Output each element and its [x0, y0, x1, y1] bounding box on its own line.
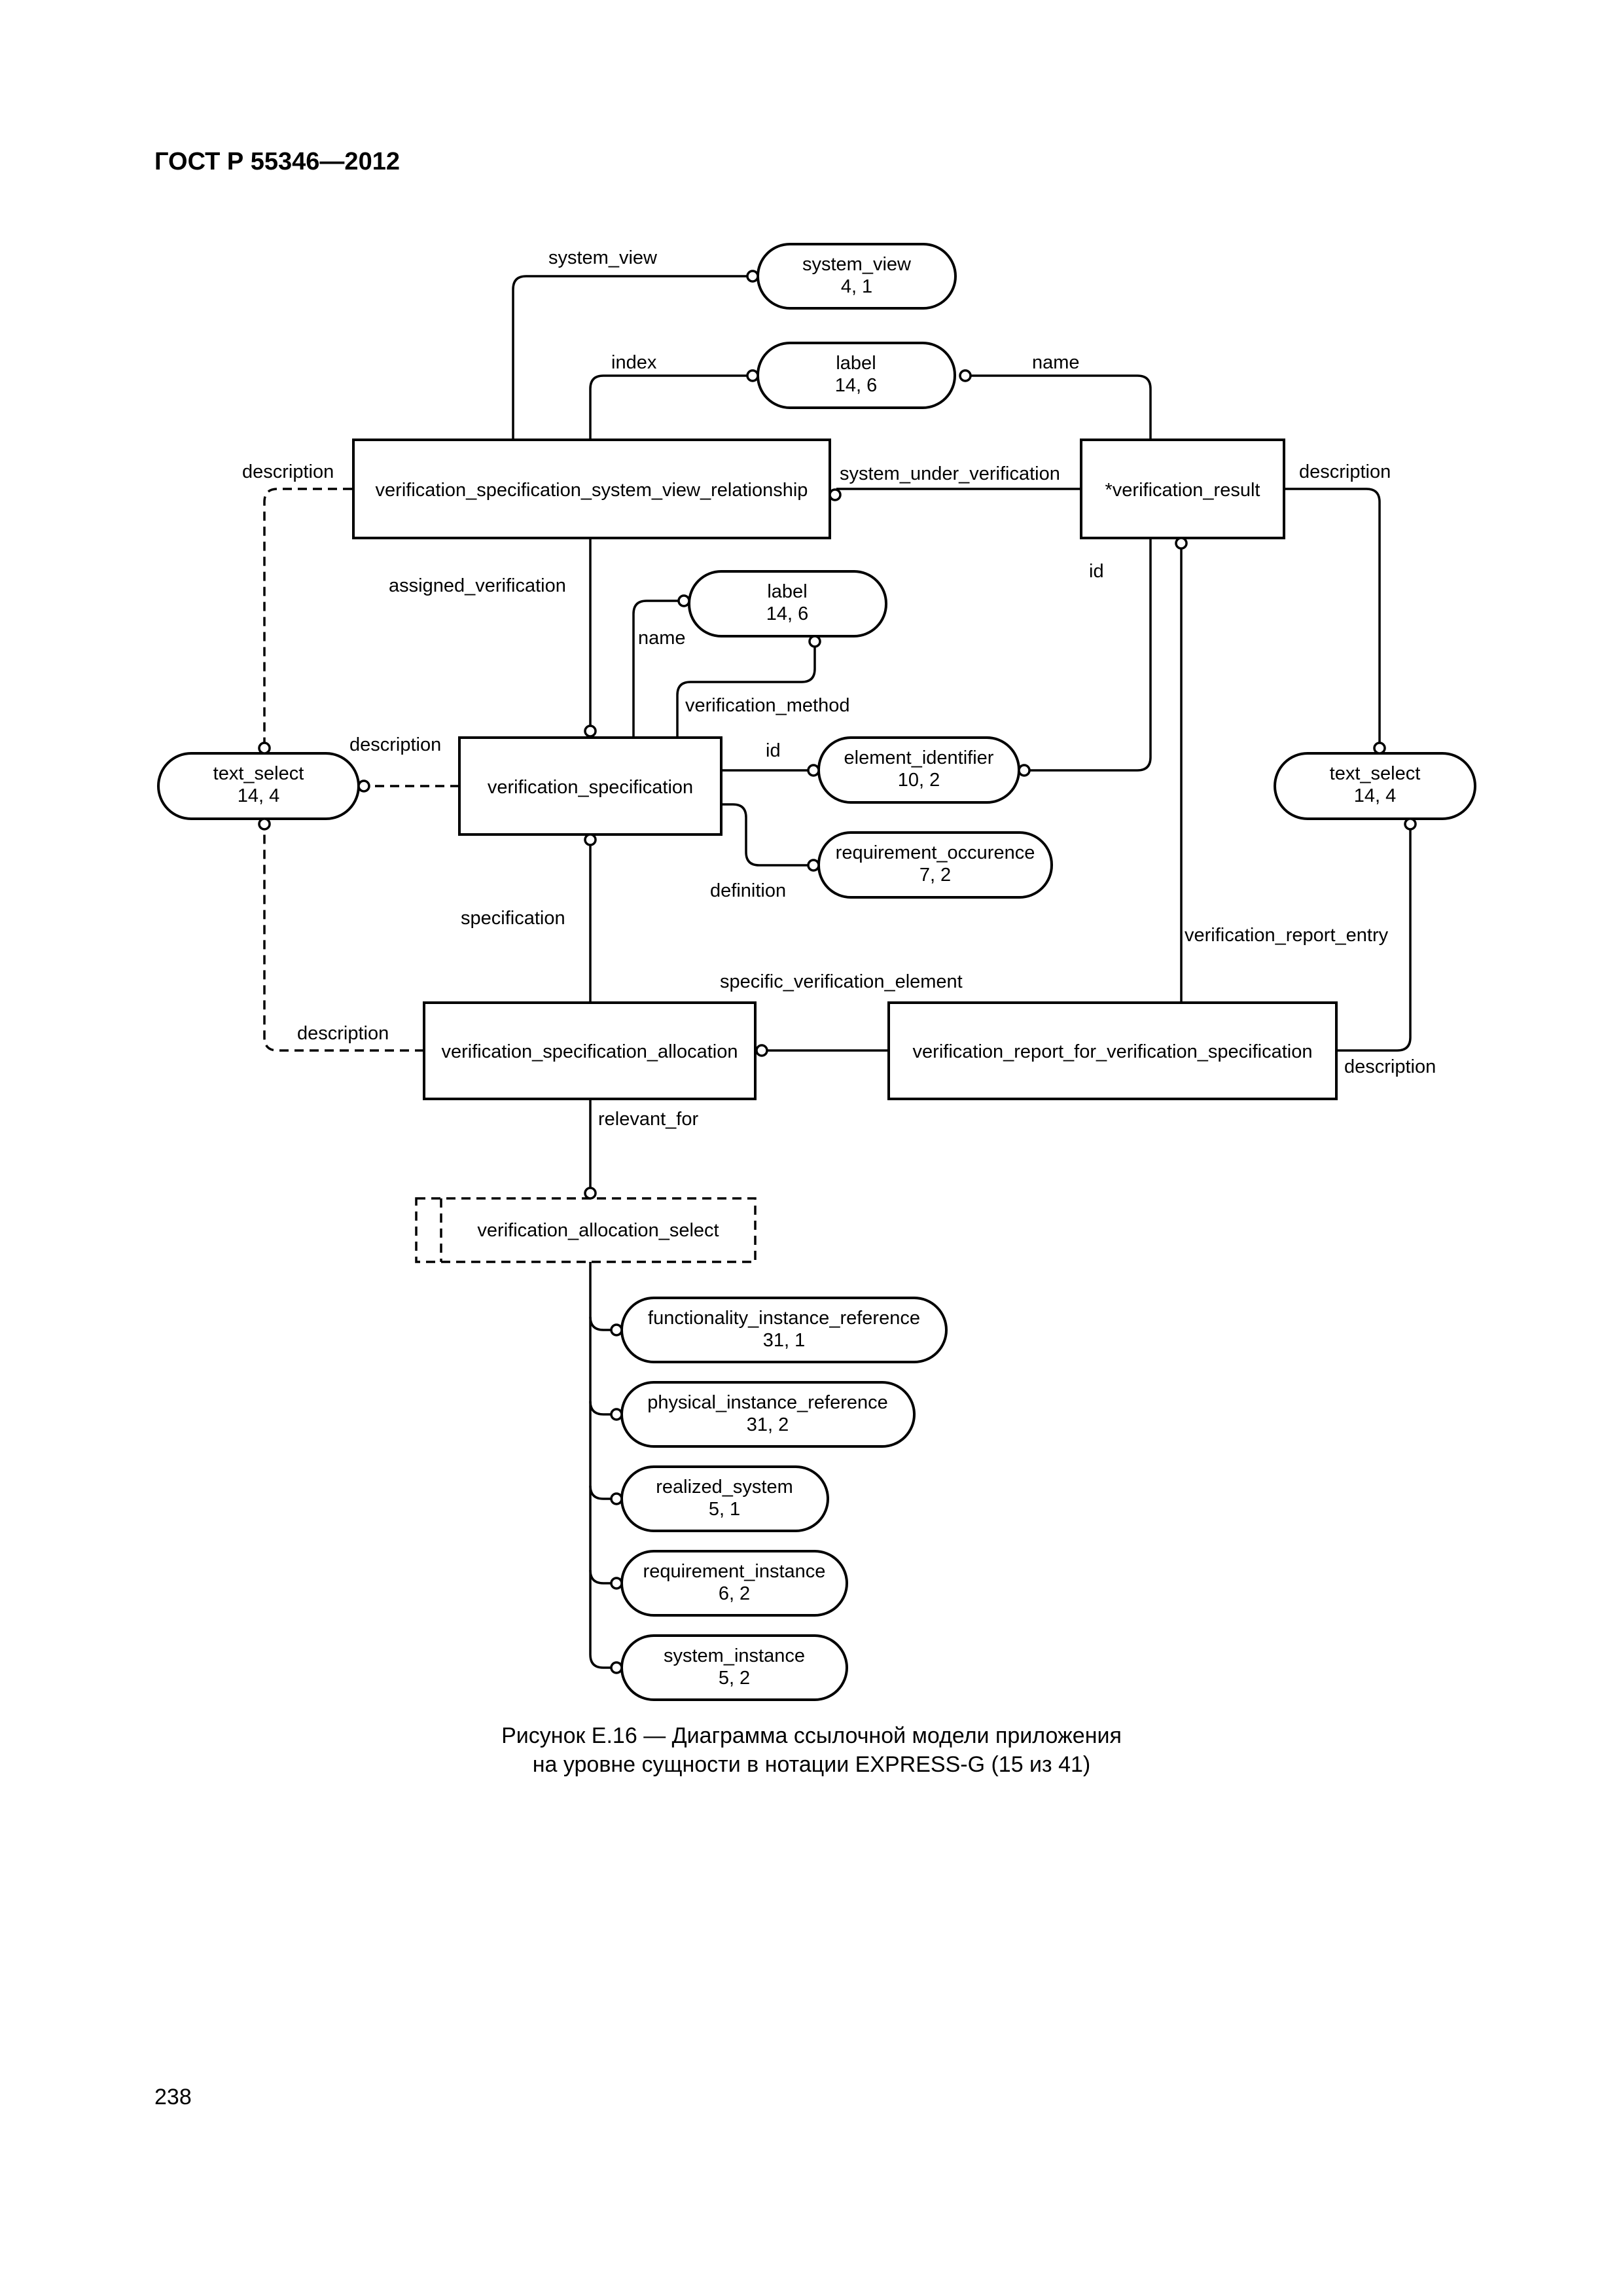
- ref-functionality-instance-reference: functionality_instance_reference 31, 1: [620, 1297, 948, 1363]
- svg-text:verification_specification: verification_specification: [488, 777, 693, 798]
- ref-text-select-left: text_select 14, 4: [157, 752, 360, 820]
- label-specific-verification-element: specific_verification_element: [720, 971, 963, 992]
- attribute-labels: system_view index name description syste…: [242, 247, 1436, 1130]
- label-id-vspec: id: [766, 740, 781, 761]
- svg-text:14, 6: 14, 6: [766, 603, 809, 624]
- entity-verification-specification-allocation: verification_specification_allocation: [423, 1001, 757, 1100]
- ref-realized-system: realized_system 5, 1: [620, 1465, 829, 1532]
- label-definition: definition: [710, 880, 786, 901]
- ref-requirement-instance: requirement_instance 6, 2: [620, 1550, 848, 1617]
- entity-verification-specification-system-view-relationship: verification_specification_system_view_r…: [352, 439, 831, 539]
- svg-text:realized_system: realized_system: [656, 1477, 793, 1498]
- svg-text:10, 2: 10, 2: [898, 770, 940, 791]
- ref-text-select-right: text_select 14, 4: [1274, 752, 1476, 820]
- page-number: 238: [154, 2085, 192, 2109]
- caption-line-1: Рисунок Е.16 — Диаграмма ссылочной модел…: [501, 1723, 1122, 1748]
- svg-text:14, 4: 14, 4: [238, 785, 280, 806]
- label-description-vrfvs: description: [1344, 1056, 1436, 1077]
- ref-system-instance: system_instance 5, 2: [620, 1634, 848, 1701]
- svg-text:label: label: [767, 581, 807, 602]
- svg-text:requirement_occurence: requirement_occurence: [836, 842, 1035, 863]
- svg-text:system_instance: system_instance: [664, 1645, 805, 1666]
- ref-label-top: label 14, 6: [757, 342, 956, 409]
- svg-text:31, 2: 31, 2: [747, 1414, 789, 1435]
- label-description-vspec: description: [349, 734, 441, 755]
- label-relevant-for: relevant_for: [598, 1109, 698, 1130]
- label-index: index: [611, 352, 657, 373]
- svg-text:6, 2: 6, 2: [719, 1583, 750, 1604]
- label-name-top: name: [1032, 352, 1080, 373]
- ref-requirement-occurence: requirement_occurence 7, 2: [817, 831, 1053, 899]
- svg-text:4, 1: 4, 1: [841, 276, 872, 297]
- svg-text:14, 6: 14, 6: [835, 375, 878, 396]
- svg-text:7, 2: 7, 2: [919, 865, 951, 886]
- label-name-vspec: name: [638, 628, 686, 649]
- label-assigned-verification: assigned_verification: [389, 575, 566, 596]
- svg-text:verification_specification_all: verification_specification_allocation: [442, 1041, 738, 1062]
- label-id-vresult: id: [1089, 561, 1104, 582]
- svg-text:system_view: system_view: [802, 254, 912, 275]
- label-verification-method: verification_method: [685, 695, 849, 716]
- svg-text:text_select: text_select: [213, 763, 304, 784]
- svg-text:text_select: text_select: [1330, 763, 1421, 784]
- svg-text:14, 4: 14, 4: [1354, 785, 1397, 806]
- svg-text:5, 2: 5, 2: [719, 1668, 750, 1689]
- page-header: ГОСТ Р 55346—2012: [154, 148, 400, 175]
- ref-system-view: system_view 4, 1: [757, 243, 957, 310]
- relationship-circles: [258, 270, 1417, 1674]
- label-verification-report-entry: verification_report_entry: [1185, 925, 1389, 946]
- svg-text:5, 1: 5, 1: [709, 1499, 740, 1520]
- svg-text:physical_instance_reference: physical_instance_reference: [647, 1392, 888, 1413]
- svg-text:label: label: [836, 353, 876, 374]
- svg-text:functionality_instance_referen: functionality_instance_reference: [648, 1308, 920, 1329]
- svg-text:*verification_result: *verification_result: [1105, 480, 1260, 501]
- label-system-under-verification: system_under_verification: [840, 463, 1060, 484]
- svg-text:verification_allocation_select: verification_allocation_select: [477, 1220, 719, 1241]
- caption-line-2: на уровне сущности в нотации EXPRESS-G (…: [532, 1752, 1091, 1777]
- label-system-view: system_view: [548, 247, 658, 268]
- label-description-vssvr: description: [242, 461, 334, 482]
- label-description-vresult: description: [1299, 461, 1391, 482]
- entity-verification-specification: verification_specification: [458, 736, 722, 836]
- ref-element-identifier: element_identifier 10, 2: [817, 736, 1020, 804]
- figure-caption: Рисунок Е.16 — Диаграмма ссылочной модел…: [0, 1721, 1623, 1779]
- entity-verification-result: *verification_result: [1080, 439, 1285, 539]
- svg-text:verification_specification_sys: verification_specification_system_view_r…: [376, 480, 808, 501]
- svg-text:verification_report_for_verifi: verification_report_for_verification_spe…: [913, 1041, 1313, 1062]
- label-specification: specification: [461, 908, 565, 929]
- ref-label-mid: label 14, 6: [688, 570, 887, 637]
- svg-text:element_identifier: element_identifier: [844, 747, 994, 768]
- connectors: [263, 275, 1412, 1669]
- label-description-vsalloc: description: [297, 1023, 389, 1044]
- ref-physical-instance-reference: physical_instance_reference 31, 2: [620, 1381, 916, 1448]
- svg-text:31, 1: 31, 1: [763, 1330, 806, 1351]
- entity-verification-report-for-verification-specification: verification_report_for_verification_spe…: [887, 1001, 1338, 1100]
- select-verification-allocation-select: verification_allocation_select: [415, 1197, 757, 1263]
- svg-text:requirement_instance: requirement_instance: [643, 1561, 826, 1582]
